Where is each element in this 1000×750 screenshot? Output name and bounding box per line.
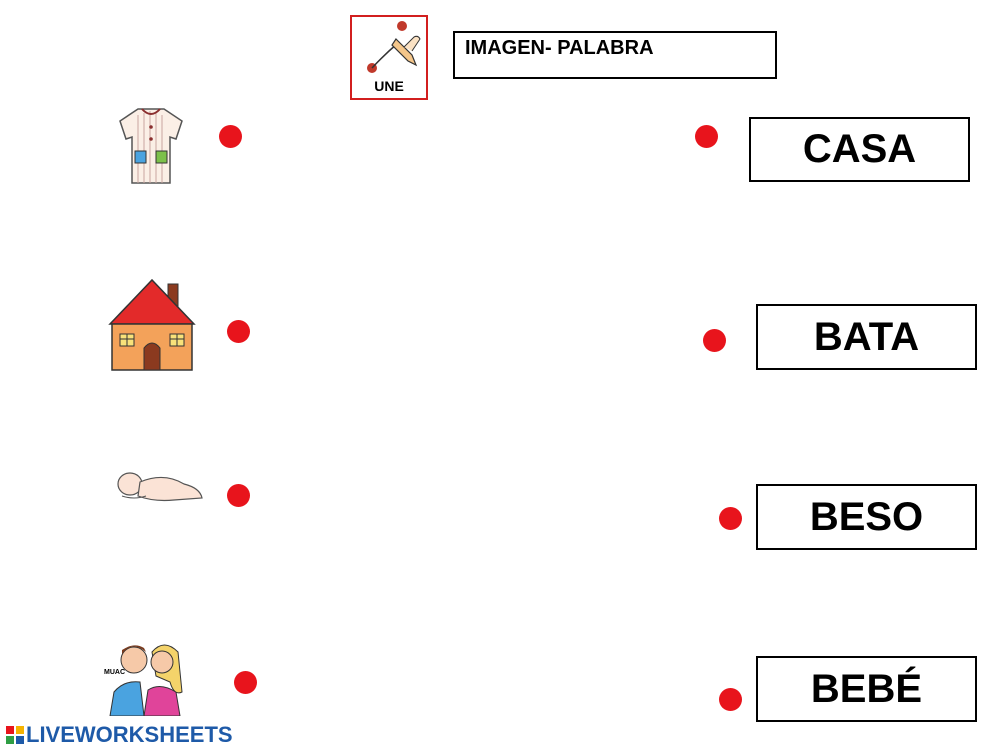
baby-icon: [117, 472, 203, 502]
left-dot-1[interactable]: [219, 125, 242, 148]
une-instruction-badge: UNE: [350, 15, 428, 100]
left-dot-4[interactable]: [234, 671, 257, 694]
robe-icon: [119, 108, 183, 184]
word-box-1[interactable]: CASA: [749, 117, 970, 182]
page-title: IMAGEN- PALABRA: [453, 31, 777, 79]
liveworksheets-logo: LIVEWORKSHEETS: [6, 722, 233, 748]
left-dot-2[interactable]: [227, 320, 250, 343]
brand-name: LIVEWORKSHEETS: [26, 722, 233, 747]
right-dot-3[interactable]: [719, 507, 742, 530]
house-icon: [108, 278, 196, 371]
right-dot-2[interactable]: [703, 329, 726, 352]
word-box-2[interactable]: BATA: [756, 304, 977, 370]
word-box-3[interactable]: BESO: [756, 484, 977, 550]
logo-mark-icon: [6, 726, 24, 744]
kiss-caption: MUAC: [104, 669, 125, 676]
right-dot-4[interactable]: [719, 688, 742, 711]
kiss-icon: MUAC: [104, 644, 183, 716]
une-label: UNE: [374, 78, 404, 94]
pencil-connect-icon: [367, 21, 421, 73]
left-dot-3[interactable]: [227, 484, 250, 507]
right-dot-1[interactable]: [695, 125, 718, 148]
word-box-4[interactable]: BEBÉ: [756, 656, 977, 722]
